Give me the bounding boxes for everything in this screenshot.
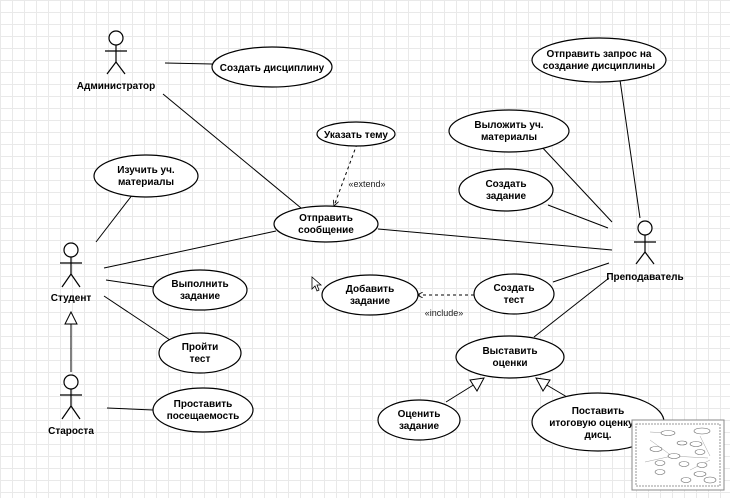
svg-text:создание дисциплины: создание дисциплины bbox=[543, 61, 655, 72]
use-case-evaluate-assignment[interactable]: Оценить задание bbox=[377, 399, 461, 441]
assoc-starosta-mark-attendance[interactable] bbox=[106, 407, 154, 411]
assoc-student-complete-assignment[interactable] bbox=[105, 279, 155, 288]
svg-text:Указать тему: Указать тему bbox=[324, 130, 388, 141]
actor-teacher[interactable]: Преподаватель bbox=[606, 220, 684, 283]
svg-text:Пройти: Пройти bbox=[182, 342, 219, 353]
use-case-take-test[interactable]: Пройти тест bbox=[158, 332, 242, 374]
use-case-create-test[interactable]: Создать тест bbox=[473, 273, 555, 315]
use-case-request-discipline[interactable]: Отправить запрос на создание дисциплины bbox=[531, 37, 667, 83]
generalization-final-grade-grade[interactable] bbox=[535, 377, 568, 398]
svg-text:Администратор: Администратор bbox=[77, 81, 155, 92]
extend-specify-topic-send-message[interactable] bbox=[334, 143, 358, 206]
assoc-teacher-request-discipline[interactable] bbox=[619, 79, 641, 219]
svg-text:Оценить: Оценить bbox=[398, 409, 441, 420]
actor-student[interactable]: Студент bbox=[51, 242, 92, 304]
extend-label: «extend» bbox=[348, 179, 385, 189]
assoc-teacher-upload-materials[interactable] bbox=[539, 144, 613, 223]
assoc-admin-send-message[interactable] bbox=[162, 93, 302, 209]
use-case-create-assignment[interactable]: Создать задание bbox=[458, 168, 554, 212]
assoc-student-send-message[interactable] bbox=[103, 230, 277, 269]
use-case-send-message[interactable]: Отправить сообщение bbox=[273, 205, 379, 243]
svg-text:Отправить: Отправить bbox=[299, 213, 353, 224]
svg-text:материалы: материалы bbox=[481, 132, 537, 143]
use-case-grade[interactable]: Выставить оценки bbox=[455, 335, 565, 379]
svg-text:материалы: материалы bbox=[118, 177, 174, 188]
minimap-panel[interactable] bbox=[631, 419, 725, 491]
assoc-student-take-test[interactable] bbox=[103, 295, 171, 341]
mouse-cursor-icon bbox=[311, 276, 323, 292]
svg-text:Создать: Создать bbox=[485, 179, 526, 190]
svg-text:тест: тест bbox=[190, 354, 211, 365]
generalization-starosta-student[interactable] bbox=[64, 310, 78, 372]
svg-text:итоговую оценку за: итоговую оценку за bbox=[549, 418, 647, 429]
svg-text:Студент: Студент bbox=[51, 293, 92, 304]
assoc-teacher-create-assignment[interactable] bbox=[547, 204, 609, 229]
use-case-upload-materials[interactable]: Выложить уч. материалы bbox=[448, 109, 570, 153]
include-label: «include» bbox=[425, 308, 464, 318]
svg-text:задание: задание bbox=[350, 296, 390, 307]
actor-starosta[interactable]: Староста bbox=[48, 374, 94, 437]
svg-text:задание: задание bbox=[180, 291, 220, 302]
svg-text:сообщение: сообщение bbox=[298, 224, 354, 236]
svg-text:тест: тест bbox=[504, 295, 525, 306]
svg-text:Добавить: Добавить bbox=[346, 283, 394, 295]
svg-text:Изучить уч.: Изучить уч. bbox=[117, 165, 175, 176]
minimap-viewport[interactable] bbox=[635, 423, 721, 487]
use-case-complete-assignment[interactable]: Выполнить задание bbox=[152, 269, 248, 311]
assoc-teacher-create-test[interactable] bbox=[552, 262, 610, 283]
svg-text:Староста: Староста bbox=[48, 426, 94, 437]
svg-text:Создать: Создать bbox=[493, 283, 534, 294]
svg-text:Выставить: Выставить bbox=[482, 346, 537, 357]
svg-text:Создать дисциплину: Создать дисциплину bbox=[220, 63, 325, 74]
assoc-teacher-send-message[interactable] bbox=[377, 228, 613, 251]
svg-text:Выполнить: Выполнить bbox=[171, 279, 228, 290]
svg-text:Выложить уч.: Выложить уч. bbox=[474, 120, 543, 131]
svg-text:посещаемость: посещаемость bbox=[167, 411, 240, 422]
svg-text:задание: задание bbox=[399, 421, 439, 432]
assoc-student-study-materials[interactable] bbox=[95, 193, 134, 243]
svg-text:Проставить: Проставить bbox=[174, 399, 233, 410]
svg-text:оценки: оценки bbox=[492, 358, 527, 369]
svg-text:задание: задание bbox=[486, 191, 526, 202]
association-lines bbox=[95, 62, 641, 411]
generalization-evaluate-grade[interactable] bbox=[445, 377, 485, 403]
actor-admin[interactable]: Администратор bbox=[77, 30, 155, 92]
use-case-mark-attendance[interactable]: Проставить посещаемость bbox=[152, 387, 254, 433]
assoc-teacher-grade[interactable] bbox=[533, 277, 610, 338]
use-case-study-materials[interactable]: Изучить уч. материалы bbox=[93, 154, 199, 198]
use-case-add-assignment[interactable]: Добавить задание bbox=[321, 274, 419, 316]
svg-text:дисц.: дисц. bbox=[585, 430, 612, 441]
assoc-admin-create-discipline[interactable] bbox=[164, 62, 213, 65]
svg-text:Отправить запрос на: Отправить запрос на bbox=[547, 49, 652, 60]
svg-text:Поставить: Поставить bbox=[572, 406, 625, 417]
use-case-create-discipline[interactable]: Создать дисциплину bbox=[211, 46, 333, 88]
use-case-final-grade[interactable]: Поставить итоговую оценку за дисц. bbox=[531, 392, 665, 452]
svg-text:Преподаватель: Преподаватель bbox=[606, 272, 683, 283]
use-case-specify-topic[interactable]: Указать тему bbox=[316, 121, 396, 147]
